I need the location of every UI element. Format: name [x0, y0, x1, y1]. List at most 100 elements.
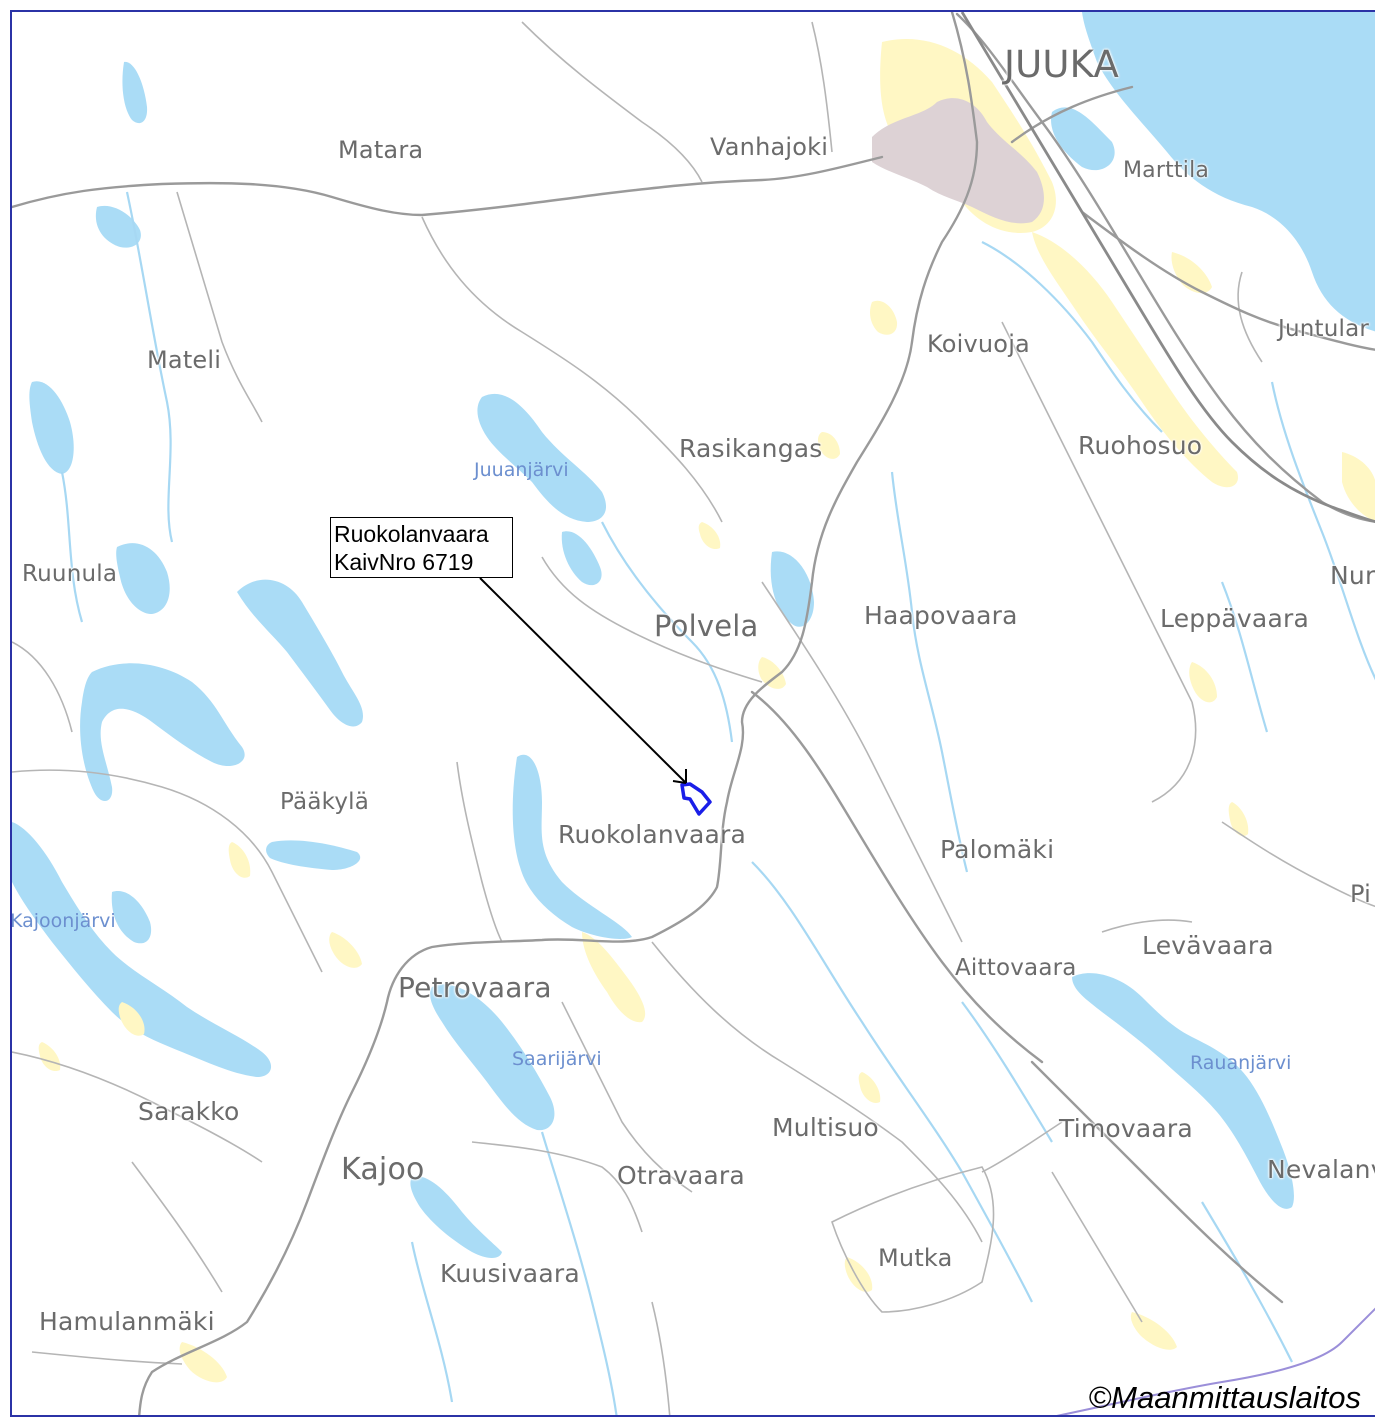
road-minor-18	[651, 941, 983, 1243]
place-label-leppavaara: Leppävaara	[1160, 604, 1309, 633]
place-label-haapovaara: Haapovaara	[864, 601, 1018, 630]
place-label-mutka: Mutka	[878, 1244, 953, 1272]
place-label-multisuo: Multisuo	[772, 1113, 879, 1142]
road-mid2	[1030, 1060, 1284, 1304]
road-minor-4	[176, 191, 263, 423]
road-minor-13	[1221, 821, 1375, 908]
place-label-timovaara: Timovaara	[1059, 1114, 1193, 1143]
road-juntula	[1080, 210, 1375, 351]
stream-7	[1220, 581, 1269, 733]
field-15	[698, 522, 721, 550]
place-label-kuusivaara: Kuusivaara	[440, 1259, 580, 1288]
place-label-otravaara: Otravaara	[617, 1161, 745, 1190]
callout-claim-number: KaivNro 6719	[334, 549, 474, 575]
field-16	[38, 1042, 61, 1072]
field-9	[228, 842, 251, 878]
major-road-layer	[12, 12, 1375, 1415]
lake-nw-3	[122, 61, 148, 124]
railway	[960, 12, 1375, 523]
lake-northwest	[29, 381, 74, 474]
place-label-nevalanv: Nevalanv	[1267, 1155, 1375, 1184]
water-layer	[12, 12, 1375, 1258]
stream-8	[60, 471, 84, 623]
road-mid	[750, 690, 1044, 1064]
place-label-juntula: Juntular	[1278, 316, 1370, 342]
stream-10	[410, 1241, 454, 1403]
field-3	[582, 932, 646, 1023]
road-minor-11	[1151, 701, 1197, 803]
road-east	[1010, 85, 1134, 144]
callout-title: Ruokolanvaara	[334, 521, 489, 547]
lake-juuanjarvi	[477, 393, 607, 522]
road-minor-17	[471, 1141, 643, 1233]
place-label-paakyla: Pääkylä	[280, 789, 370, 815]
field-east	[1342, 452, 1375, 522]
lake-paakyla	[266, 840, 361, 870]
lake-label-juuanjarvi: Juuanjärvi	[474, 459, 569, 481]
place-label-levavaara: Levävaara	[1142, 931, 1274, 960]
place-label-pi: Pi	[1350, 880, 1372, 908]
lake-juuanjarvi-south	[561, 531, 602, 586]
lake-label-rauanjarvi: Rauanjärvi	[1190, 1052, 1292, 1074]
lake-rauanjarvi	[1072, 973, 1294, 1209]
road-minor-16	[561, 1001, 693, 1193]
road-minor-21	[1237, 271, 1263, 363]
road-minor-15	[831, 1166, 995, 1313]
lake-label-saarijarvi: Saarijärvi	[512, 1048, 602, 1070]
lake-label-kajoonjarvi: Kajoonjärvi	[10, 910, 116, 932]
claim-callout-box[interactable]: Ruokolanvaara KaivNro 6719	[330, 517, 513, 578]
place-label-aittovaara: Aittovaara	[955, 955, 1077, 981]
callout-leader-line	[479, 577, 687, 784]
place-label-hamulanmaki: Hamulanmäki	[39, 1307, 215, 1336]
lake-saarijarvi	[430, 984, 555, 1131]
stream-9	[981, 241, 1163, 433]
lake-pielinen	[1082, 12, 1375, 332]
field-8	[329, 932, 362, 968]
place-label-mateli: Mateli	[147, 346, 222, 374]
lake-west-chain	[237, 579, 363, 727]
field-10	[118, 1002, 145, 1036]
mining-claim-polygon[interactable]	[680, 782, 712, 816]
place-label-palomaki: Palomäki	[940, 835, 1055, 864]
map-canvas[interactable]	[12, 12, 1375, 1417]
place-label-petrovaara: Petrovaara	[398, 971, 552, 1004]
field-1	[870, 300, 898, 335]
road-minor-10	[1001, 321, 1193, 703]
road-minor-8	[131, 1161, 223, 1293]
stream-11	[961, 1001, 1053, 1143]
road-northwest	[12, 155, 884, 217]
lake-west-2	[116, 543, 170, 614]
road-minor-14	[981, 1121, 1063, 1173]
place-label-koivuoja: Koivuoja	[927, 330, 1030, 358]
road-minor-24	[811, 21, 833, 153]
place-label-ruunula: Ruunula	[22, 561, 118, 587]
place-label-sarakko: Sarakko	[138, 1097, 240, 1126]
field-11	[179, 1342, 227, 1383]
field-juuka-south	[1032, 232, 1238, 488]
road-minor-7	[12, 1051, 263, 1163]
minor-road-layer	[12, 21, 1375, 1415]
stream-12	[1201, 1201, 1293, 1363]
place-label-juuka: JUUKA	[1004, 43, 1119, 86]
place-label-kajoo: Kajoo	[341, 1152, 425, 1187]
lake-ruokolanvaara	[512, 754, 632, 939]
field-4	[758, 657, 786, 689]
road-main-ns	[138, 12, 979, 1415]
field-13	[858, 1072, 881, 1103]
lake-west-big	[80, 663, 245, 802]
place-label-ruohosuo: Ruohosuo	[1078, 431, 1203, 460]
road-minor-19	[761, 581, 963, 943]
callout-arrowhead	[672, 769, 687, 784]
place-label-matara: Matara	[338, 136, 424, 164]
field-12	[844, 1257, 873, 1292]
lake-kajoo	[410, 1176, 502, 1258]
lake-kajoonjarvi-north	[111, 891, 152, 944]
road-minor-12	[1101, 919, 1193, 933]
stream-4	[125, 191, 174, 543]
municipal-border	[1056, 1307, 1375, 1415]
stream-5	[540, 1131, 618, 1415]
road-minor-23	[651, 1301, 671, 1415]
field-6	[1189, 662, 1217, 703]
place-label-polvela: Polvela	[654, 609, 759, 643]
